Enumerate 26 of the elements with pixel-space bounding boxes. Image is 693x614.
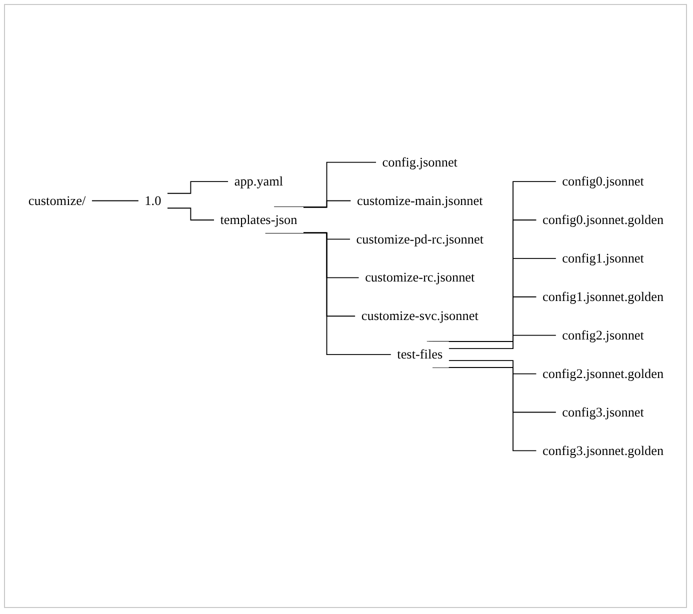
connector xyxy=(264,232,391,355)
node-text: config3.jsonnet.golden xyxy=(542,442,664,458)
node-text: app.yaml xyxy=(234,173,283,188)
connector xyxy=(166,207,214,220)
node-text: config0.jsonnet xyxy=(562,173,644,188)
node-text: config3.jsonnet xyxy=(562,404,644,419)
connector xyxy=(302,200,351,208)
diagram-frame: customize/ 1.0 app.yaml templates-json config.jsonnet customize-main.jsonnet customize-pd-rc.jsonnet customize-rc.jsonnet customize-svc.jsonnet test-files config0.jsonnet config0.jsonnet.golden config1.jsonnet config1.jsonnet.golden config2.jsonnet config2.jsonnet.golden config3.jsonnet config3.jsonnet.golden xyxy=(4,4,687,608)
node-text: customize/ xyxy=(28,192,86,208)
node-text: 1.0 xyxy=(144,192,161,208)
node-text: config1.jsonnet xyxy=(562,250,644,266)
node-text: customize-svc.jsonnet xyxy=(360,308,478,323)
connector xyxy=(448,334,556,349)
node-text: customize-pd-rc.jsonnet xyxy=(356,231,484,246)
node-text: config2.jsonnet.golden xyxy=(542,366,664,380)
node-text: config2.jsonnet xyxy=(562,327,644,342)
node-text: config0.jsonnet.golden xyxy=(542,212,664,227)
node-text: config.jsonnet xyxy=(382,154,457,169)
connector xyxy=(432,366,536,451)
node-text: customize-rc.jsonnet xyxy=(364,270,474,284)
node-text: customize-main.jsonnet xyxy=(356,192,482,208)
node-text: config1.jsonnet.golden xyxy=(542,288,664,304)
connector xyxy=(448,360,536,374)
connector xyxy=(166,180,228,194)
connector xyxy=(90,200,138,201)
connector xyxy=(302,232,350,240)
